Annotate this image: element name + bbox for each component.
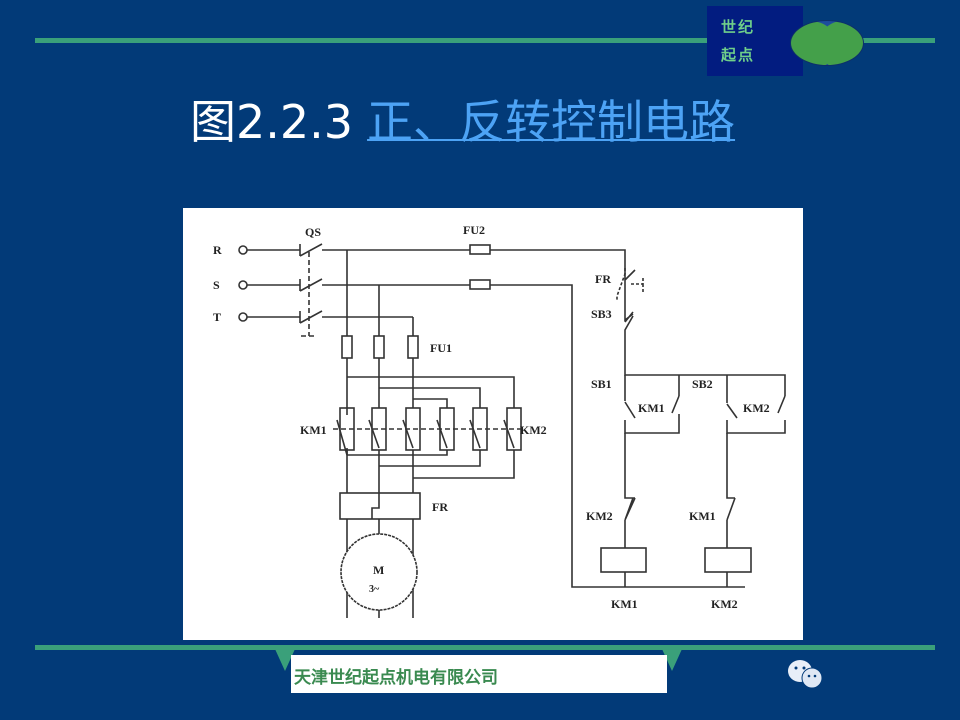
company-name: 天津世纪起点机电有限公司	[294, 668, 498, 688]
km2-main-label: KM2	[520, 423, 547, 437]
fu1-label: FU1	[430, 341, 452, 355]
title-prefix: 图2.2.3	[190, 95, 354, 149]
qs-label: QS	[305, 225, 321, 239]
logo-lens-icon	[790, 20, 864, 66]
motor-sub-label: 3~	[369, 584, 380, 595]
fu2-label: FU2	[463, 223, 485, 237]
circuit-diagram: R S T QS FU2 FU1 KM1 KM2 FR M 3~ FR SB3 …	[183, 208, 803, 640]
terminals	[238, 245, 248, 322]
fr-main-label: FR	[432, 500, 448, 514]
sb2-label: SB2	[692, 377, 713, 391]
km1-hold-label: KM1	[638, 401, 665, 415]
motor-icon	[340, 533, 418, 611]
fr-relay	[339, 492, 421, 520]
fr-ctrl-label: FR	[595, 272, 611, 286]
motor-label: M	[373, 563, 384, 577]
coil1-label: KM1	[611, 597, 638, 611]
km2-hold-label: KM2	[743, 401, 770, 415]
fu2-fuse-2	[469, 279, 491, 290]
title-link[interactable]: 正、反转控制电路	[367, 95, 736, 149]
footer-tab-right	[662, 649, 682, 671]
logo-text-1: 世纪	[721, 18, 756, 36]
coil2-label: KM2	[711, 597, 738, 611]
km2-nc-label: KM2	[586, 509, 613, 523]
km1-nc-label: KM1	[689, 509, 716, 523]
footer-company-box: 天津世纪起点机电有限公司	[291, 655, 667, 693]
km1-main-label: KM1	[300, 423, 327, 437]
coil-km2	[704, 547, 752, 573]
fu2-fuse-1	[469, 244, 491, 255]
phase-t-label: T	[213, 310, 221, 324]
logo-text-2: 起点	[721, 46, 756, 64]
wechat-icon[interactable]	[786, 657, 828, 693]
sb1-label: SB1	[591, 377, 612, 391]
qs-switch	[247, 243, 745, 588]
footer-tab-left	[275, 649, 295, 671]
top-rule	[35, 38, 707, 43]
top-rule-right	[860, 38, 935, 43]
phase-r-label: R	[213, 243, 222, 257]
bottom-rule	[35, 645, 935, 650]
logo: 世纪 起点	[707, 6, 803, 76]
coil-km1	[600, 547, 647, 573]
circuit-svg: R S T QS FU2 FU1 KM1 KM2 FR M 3~ FR SB3 …	[213, 223, 786, 618]
phase-s-label: S	[213, 278, 220, 292]
sb3-label: SB3	[591, 307, 612, 321]
